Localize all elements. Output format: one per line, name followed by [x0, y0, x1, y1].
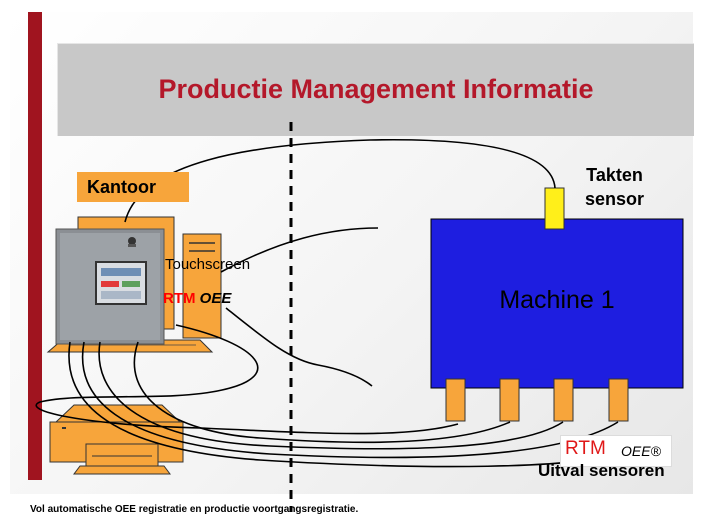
takten-line-2: sensor: [585, 189, 645, 209]
logo-oee: OEE®: [621, 443, 661, 459]
printer-icon: [49, 404, 184, 475]
slide-title: Productie Management Informatie: [158, 74, 594, 104]
kantoor-label: Kantoor: [77, 172, 189, 202]
takten-sensor-icon: [544, 187, 565, 230]
rtm-text: RTM: [163, 290, 196, 307]
uitval-sensor-4: [608, 378, 629, 422]
oee-text: OEE: [199, 290, 232, 307]
takten-line-1: Takten: [586, 165, 643, 185]
uitval-sensors: [445, 378, 629, 422]
rtm-oee-label: RTM OEE: [163, 290, 231, 307]
uitval-sensor-2: [499, 378, 520, 422]
logo-rtm: RTM: [565, 438, 606, 459]
takten-sensor-label: Takten sensor: [585, 163, 644, 211]
touchscreen-label: Touchscreen: [165, 256, 251, 273]
title-banner: Productie Management Informatie: [57, 43, 694, 136]
touchscreen-panel-icon: [55, 228, 165, 345]
rtm-oee-logo: RTM OEE®: [560, 435, 672, 467]
machine-label: Machine 1: [499, 286, 615, 314]
uitval-sensor-3: [553, 378, 574, 422]
uitval-sensoren-label: Uitval sensoren: [538, 461, 665, 480]
uitval-sensor-1: [445, 378, 466, 422]
accent-bar: [28, 12, 42, 480]
footer-caption: Vol automatische OEE registratie en prod…: [30, 504, 359, 515]
